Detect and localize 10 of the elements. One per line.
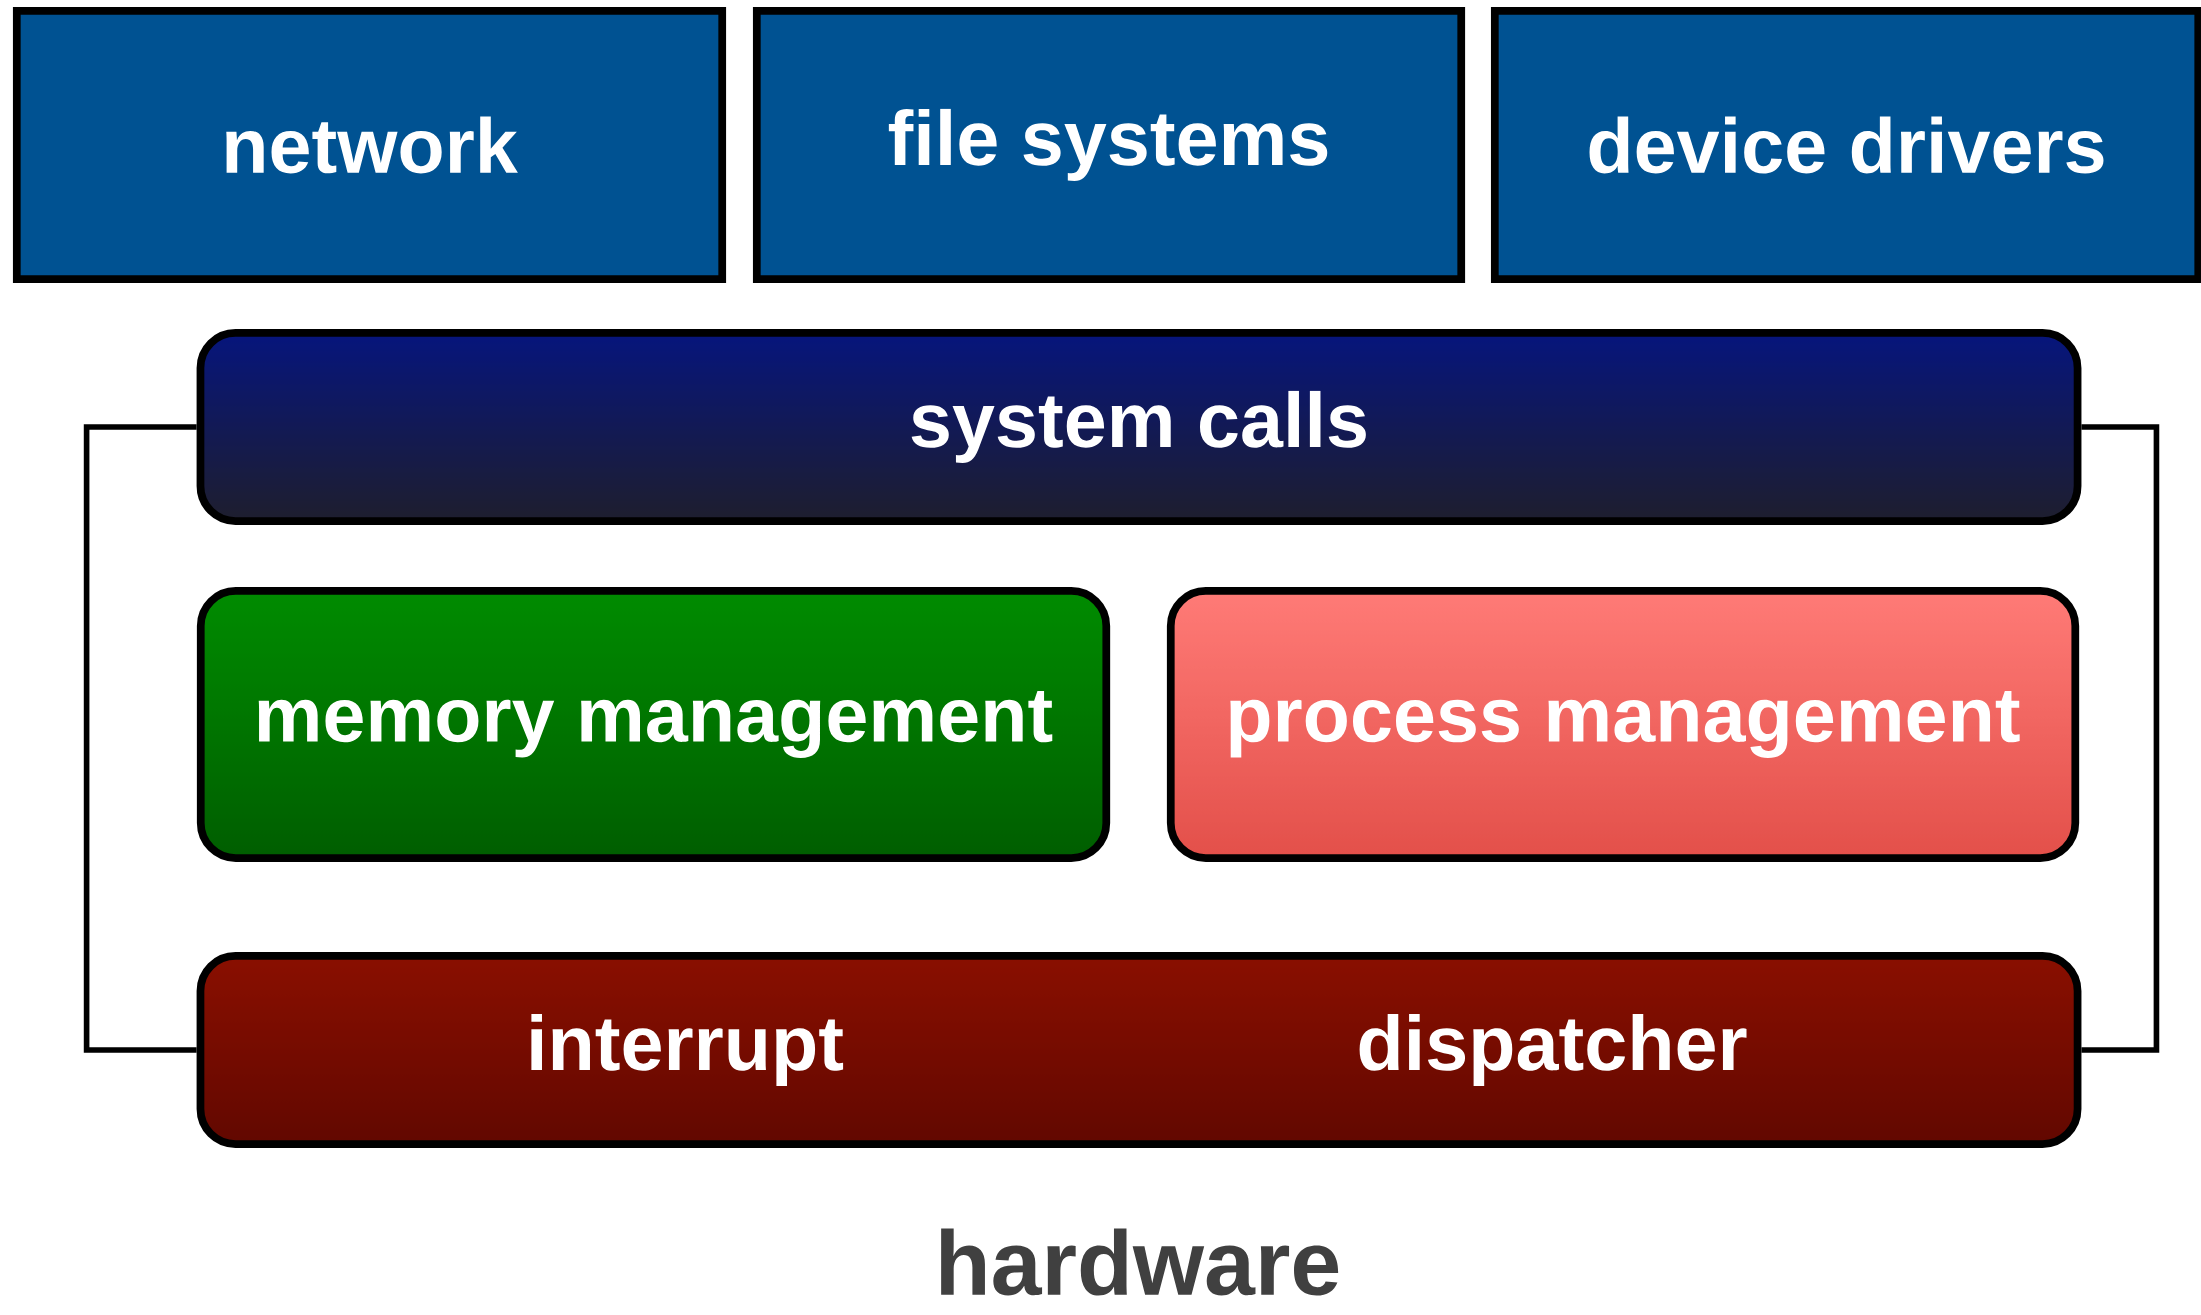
layer-box: network (12, 7, 727, 283)
layer-box: device drivers (1490, 7, 2201, 283)
layer-label: hardware (941, 1228, 1339, 1296)
connector-line (2081, 424, 2160, 1053)
layer-box: memory management (196, 587, 1111, 862)
layer-bar: interrupt dispatcher (196, 952, 2082, 1148)
layer-box: process management (1166, 587, 2080, 862)
layer-bar: system calls (196, 329, 2082, 525)
connector-line (83, 424, 197, 1053)
layer-box: file systems (752, 7, 1466, 283)
